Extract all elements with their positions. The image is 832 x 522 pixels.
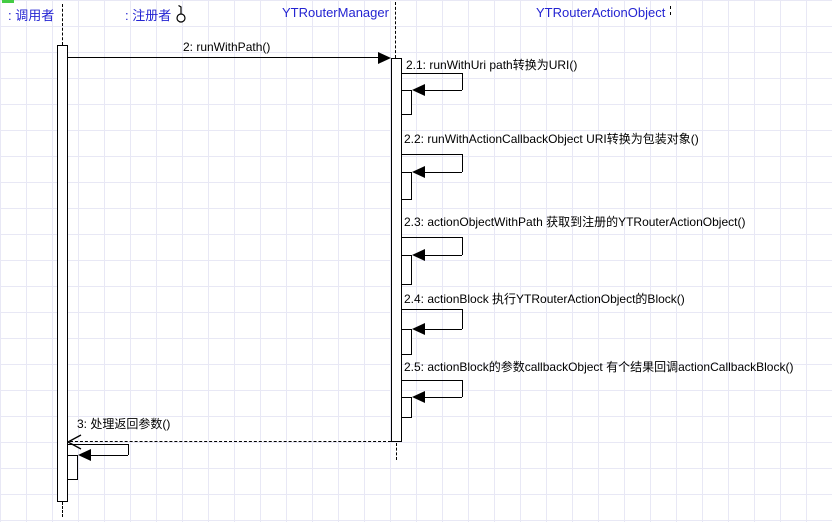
message-2-5-label[interactable]: 2.5: actionBlock的参数callbackObject 有个结果回调…: [404, 360, 794, 374]
message-3-arrowhead-icon: [78, 449, 91, 461]
message-2-label[interactable]: 2: runWithPath(): [183, 40, 271, 54]
return-open-arrowhead-icon: [67, 434, 82, 450]
message-2-4-line-return: [425, 329, 462, 330]
manager-nested-activation-3[interactable]: [401, 255, 412, 285]
manager-lifeline-top: [395, 2, 396, 58]
manager-nested-activation-1[interactable]: [401, 90, 412, 115]
manager-lifeline-bottom: [396, 443, 397, 460]
message-2-2-line-v: [462, 154, 463, 172]
message-2-3-arrowhead-icon: [412, 249, 425, 261]
lifeline-registrant-label[interactable]: : 注册者: [125, 8, 172, 23]
caller-activation-bar[interactable]: [57, 45, 68, 502]
message-2-5-arrowhead-icon: [412, 391, 425, 403]
message-2-4-line[interactable]: [402, 309, 462, 310]
message-3-line-v: [128, 444, 129, 455]
caller-nested-activation[interactable]: [67, 455, 78, 480]
manager-nested-activation-4[interactable]: [401, 329, 412, 355]
message-2-1-line-return: [425, 90, 462, 91]
message-2-3-line-return: [425, 255, 462, 256]
message-2-3-label[interactable]: 2.3: actionObjectWithPath 获取到注册的YTRouter…: [404, 215, 746, 229]
lollipop-icon: [176, 4, 186, 23]
return-message-line[interactable]: [70, 441, 391, 442]
green-marker: [2, 0, 14, 3]
message-2-1-line-v: [462, 73, 463, 90]
message-2-line[interactable]: [68, 57, 378, 58]
message-2-2-label[interactable]: 2.2: runWithActionCallbackObject URI转换为包…: [404, 132, 699, 146]
message-3-line[interactable]: [68, 444, 128, 445]
message-2-1-arrowhead-icon: [412, 84, 425, 96]
message-2-2-arrowhead-icon: [412, 166, 425, 178]
message-2-2-line[interactable]: [402, 154, 462, 155]
lifeline-actionobject-label[interactable]: YTRouterActionObject: [536, 5, 666, 20]
message-2-1-label[interactable]: 2.1: runWithUri path转换为URI(): [406, 58, 578, 72]
message-2-2-line-return: [425, 172, 462, 173]
message-2-4-label[interactable]: 2.4: actionBlock 执行YTRouterActionObject的…: [404, 292, 685, 306]
message-2-arrowhead-icon: [378, 52, 391, 64]
caller-lifeline-bottom: [62, 502, 63, 517]
message-2-3-line-v: [462, 237, 463, 255]
message-2-5-line[interactable]: [402, 380, 462, 381]
message-3-label[interactable]: 3: 处理返回参数(): [77, 417, 171, 431]
caller-lifeline-top: [62, 4, 63, 45]
manager-nested-activation-2[interactable]: [401, 172, 412, 200]
message-2-5-line-return: [425, 397, 462, 398]
message-2-4-line-v: [462, 309, 463, 329]
message-3-line-return: [91, 455, 128, 456]
actionobject-lifeline-top: [670, 6, 671, 15]
manager-nested-activation-5[interactable]: [401, 397, 412, 418]
manager-activation-bar[interactable]: [391, 58, 402, 442]
message-2-5-line-v: [462, 380, 463, 397]
message-2-4-arrowhead-icon: [412, 323, 425, 335]
message-2-1-line[interactable]: [402, 73, 462, 74]
message-2-3-line[interactable]: [402, 237, 462, 238]
lifeline-manager-label[interactable]: YTRouterManager: [282, 5, 389, 20]
lifeline-caller-label[interactable]: : 调用者: [8, 8, 55, 23]
